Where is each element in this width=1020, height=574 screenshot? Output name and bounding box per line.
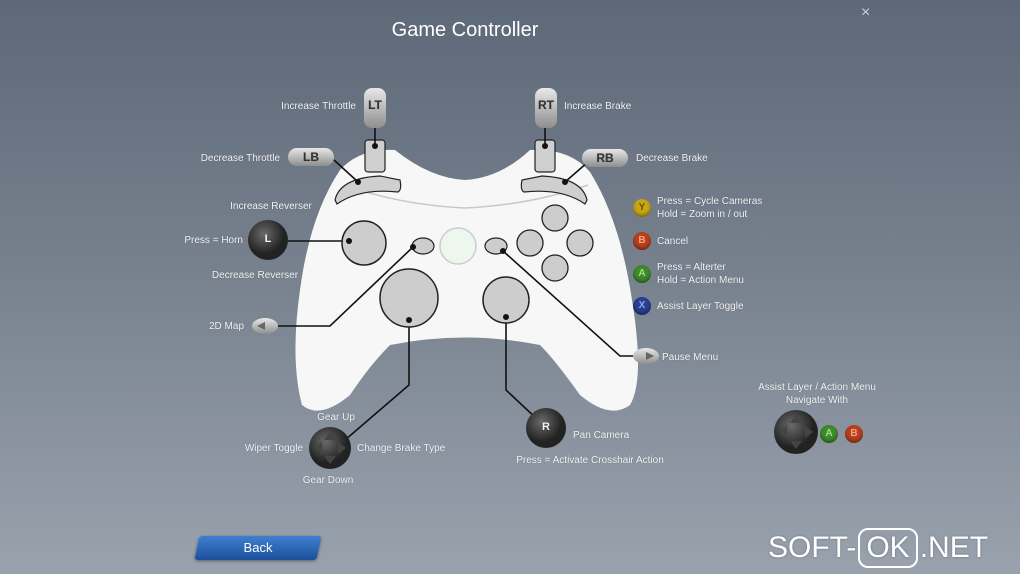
a-line1: Press = Alterter — [657, 262, 726, 273]
x-line1: Assist Layer Toggle — [657, 301, 744, 312]
rt-label: RT — [538, 98, 554, 112]
label-decrease-throttle: Decrease Throttle — [200, 153, 280, 164]
right-stick — [482, 276, 530, 324]
watermark-box: OK — [858, 528, 918, 568]
r-label: R — [542, 421, 550, 433]
assist-line1: Assist Layer / Action Menu — [758, 382, 876, 393]
label-increase-brake: Increase Brake — [564, 101, 632, 112]
right-bumper — [520, 175, 588, 205]
a-button-icon: A — [633, 265, 651, 283]
lt-trigger — [364, 88, 386, 128]
guide-button — [439, 227, 477, 265]
dpad-icon — [309, 427, 351, 469]
left-stick — [341, 220, 387, 266]
watermark-right: .NET — [919, 531, 989, 564]
a-line2: Hold = Action Menu — [657, 275, 744, 286]
label-decrease-brake: Decrease Brake — [636, 153, 708, 164]
label-crosshair: Press = Activate Crosshair Action — [516, 455, 664, 466]
assist-dpad-icon — [774, 410, 818, 454]
y-button-icon: Y — [633, 199, 651, 217]
label-2d-map: 2D Map — [208, 321, 244, 332]
label-gear-down: Gear Down — [302, 475, 354, 486]
l-stick-icon — [248, 220, 288, 260]
lb-label: LB — [303, 150, 319, 164]
assist-b-icon: B — [845, 425, 863, 443]
assist-a-icon: A — [820, 425, 838, 443]
back-button[interactable]: Back — [194, 536, 322, 560]
label-gear-up: Gear Up — [317, 412, 355, 423]
x-button-icon: X — [633, 297, 651, 315]
lb-bumper-icon — [288, 148, 334, 166]
label-decrease-reverser: Decrease Reverser — [211, 270, 299, 281]
label-press-horn: Press = Horn — [184, 235, 243, 246]
label-wiper-toggle: Wiper Toggle — [244, 443, 303, 454]
watermark: SOFT-OK.NET — [768, 528, 988, 568]
label-increase-throttle: Increase Throttle — [281, 101, 356, 112]
rt-trigger — [535, 88, 557, 128]
b-line1: Cancel — [657, 236, 689, 247]
page-title: Game Controller — [391, 19, 539, 41]
label-change-brake-type: Change Brake Type — [357, 443, 446, 454]
rb-bumper-icon — [582, 149, 628, 167]
r-stick-icon — [526, 408, 566, 448]
y-line2: Hold = Zoom in / out — [657, 209, 748, 220]
rb-label: RB — [596, 151, 614, 165]
lt-label: LT — [368, 98, 382, 112]
label-pan-camera: Pan Camera — [573, 430, 630, 441]
assist-line2: Navigate With — [785, 395, 849, 406]
l-label: L — [264, 233, 272, 245]
label-pause-menu: Pause Menu — [662, 352, 719, 363]
close-icon[interactable]: × — [861, 4, 871, 21]
b-button-icon: B — [633, 232, 651, 250]
dpad-area — [379, 268, 439, 328]
label-increase-reverser: Increase Reverser — [230, 201, 312, 212]
left-bumper — [334, 175, 402, 205]
watermark-left: SOFT- — [768, 531, 857, 564]
back-label: Back — [243, 540, 273, 555]
y-line1: Press = Cycle Cameras — [657, 196, 763, 207]
